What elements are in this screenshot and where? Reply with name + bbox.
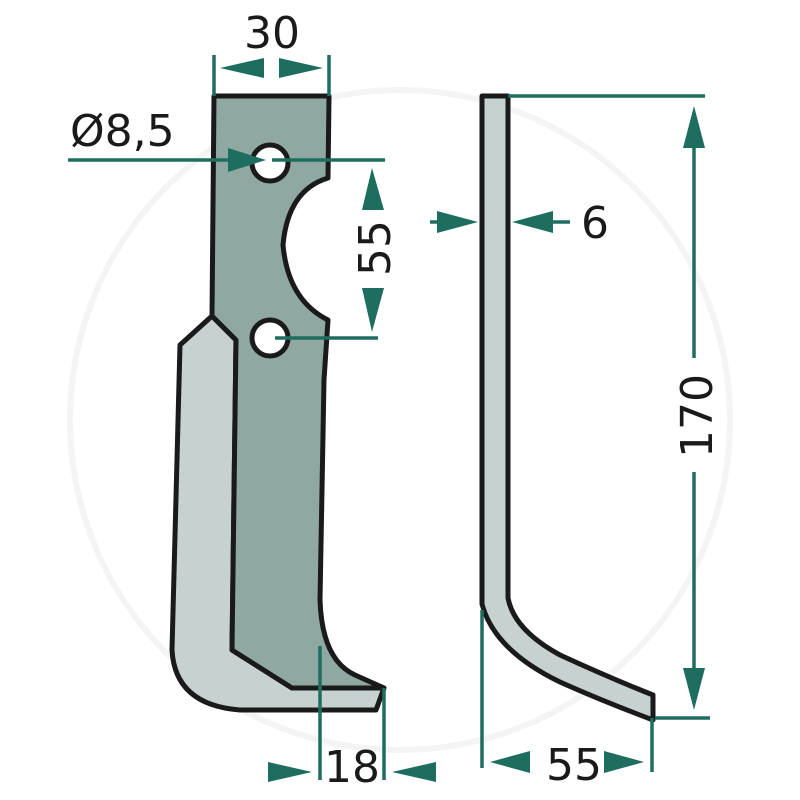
mounting-hole-upper xyxy=(249,142,291,184)
blade-body xyxy=(209,93,387,691)
front-view: 30 Ø8,5 55 18 xyxy=(68,8,436,793)
watermark xyxy=(67,87,733,753)
dimension-foot-label: 18 xyxy=(324,742,380,793)
dimension-width: 30 xyxy=(212,8,331,96)
dimension-thickness-label: 6 xyxy=(581,198,609,249)
dimension-offset: 55 xyxy=(480,610,654,791)
dimension-foot: 18 xyxy=(268,646,436,793)
dimension-height: 170 xyxy=(508,94,723,720)
side-view: 170 6 55 xyxy=(430,93,723,791)
blade-profile xyxy=(479,93,656,723)
dimension-hole-diameter-label: Ø8,5 xyxy=(70,106,175,157)
dimension-height-label: 170 xyxy=(672,374,723,458)
dimension-hole-spacing: 55 xyxy=(275,168,401,340)
dimension-hole-diameter: Ø8,5 xyxy=(68,106,385,172)
dimension-offset-label: 55 xyxy=(546,740,602,791)
dimension-thickness: 6 xyxy=(430,198,609,249)
dimension-hole-spacing-label: 55 xyxy=(350,220,401,276)
dimension-width-label: 30 xyxy=(244,8,300,59)
